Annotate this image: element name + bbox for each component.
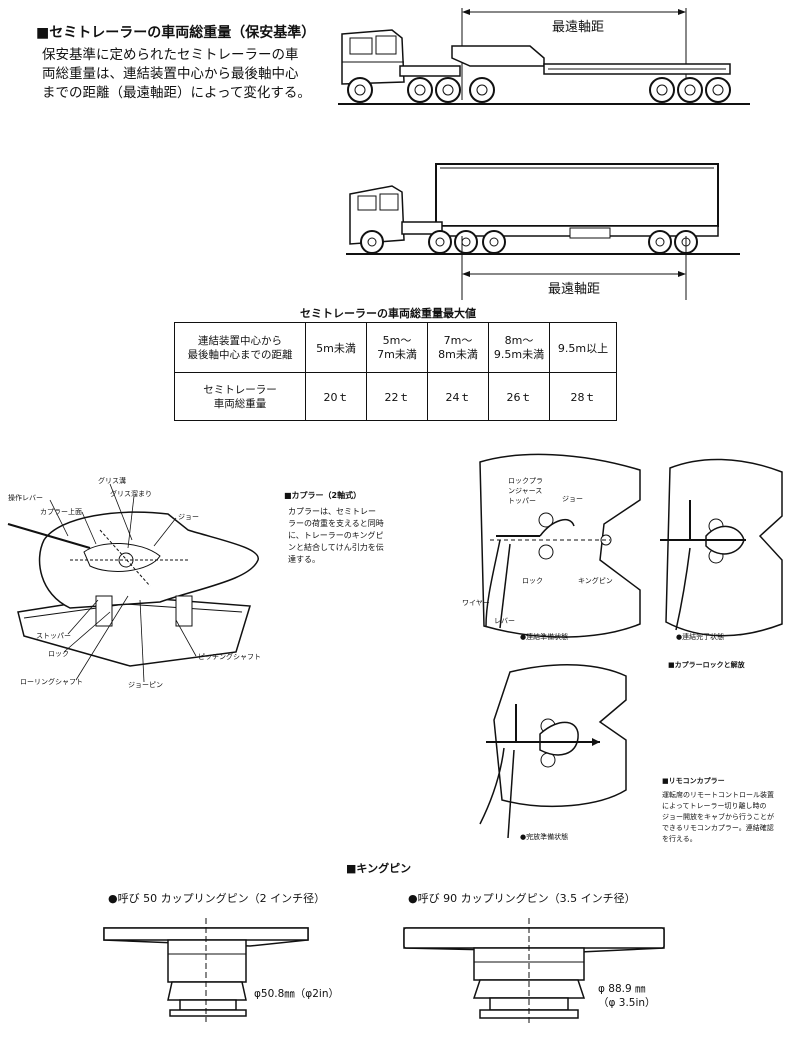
cell-line: 7m未満 (377, 347, 417, 361)
cell-line: 9.5m未満 (493, 347, 545, 361)
dim-line: φ 88.9 ㎜ (598, 983, 646, 995)
label-pitching-shaft: ピッチングシャフト (198, 653, 261, 661)
table-cell: 24ｔ (427, 372, 489, 421)
label-operation-lever: 操作レバー (8, 494, 43, 502)
label-lock-plunger: ロックプラ ンジャース トッパー (508, 476, 543, 506)
pin50-caption: ●呼び 50 カップリングピン（2 インチ径） (108, 892, 326, 905)
label-line: トッパー (508, 497, 536, 505)
table-row-header: 連結装置中心から 最後軸中心までの距離 (174, 322, 306, 373)
remote-line: できるリモコンカプラー。連結確認 (662, 824, 774, 832)
remote-line: を行える。 (662, 835, 697, 843)
cell-line: 5m〜 (382, 333, 412, 347)
intro-line: までの距離（最遠軸距）によって変化する。 (42, 85, 311, 101)
table-cell: 26ｔ (488, 372, 550, 421)
lock-release-diagram (0, 0, 800, 860)
remote-title: ■リモコンカプラー (662, 777, 725, 785)
label-lever: レバー (494, 617, 515, 625)
table-row-header: セミトレーラー 車両総重量 (174, 372, 306, 421)
label-wire: ワイヤー (462, 599, 490, 607)
remote-line: によってトレーラー切り離し時の (662, 802, 767, 810)
caption-release: ●完放準備状態 (520, 833, 569, 841)
label-jaw-pin: ジョーピン (128, 681, 163, 689)
table-cell: 9.5m以上 (549, 322, 617, 373)
pin90-caption: ●呼び 90 カップリングピン（3.5 インチ径） (408, 892, 636, 905)
lock-done-diagram (0, 0, 800, 720)
table-cell: 22ｔ (366, 372, 428, 421)
caption-line: カプラーは、セミトレー (288, 507, 376, 516)
caption-line: に、トレーラーのキングピ (288, 531, 384, 540)
flatbed-semitrailer-illustration (0, 0, 800, 130)
kingpin-title: ■キングピン (346, 862, 412, 875)
table-cell: 28ｔ (549, 372, 617, 421)
intro-paragraph: 保安基準に定められたセミトレーラーの車 両総重量は、連結装置中心から最後軸中心 … (42, 46, 311, 103)
dimension-label-bottom: 最遠軸距 (548, 282, 601, 297)
dimension-label-top: 最遠軸距 (552, 20, 605, 35)
header-line: 連結装置中心から (198, 334, 282, 347)
label-line: ンジャース (508, 487, 543, 495)
lock-section-title: ■カプラーロックと解放 (668, 661, 745, 669)
table-row: セミトレーラー 車両総重量 20ｔ 22ｔ 24ｔ 26ｔ 28ｔ (174, 372, 617, 421)
coupler-caption: カプラーは、セミトレー ラーの荷重を支えると同時 に、トレーラーのキングピ ンと… (288, 506, 384, 566)
lock-ready-diagram (0, 0, 800, 720)
caption-line: 達する。 (288, 555, 320, 564)
remote-caption: 運転席のリモートコントロール装置 によってトレーラー切り離し時の ジョー開放をキ… (662, 790, 774, 845)
remote-line: ジョー開放をキャブから行うことが (662, 813, 774, 821)
cell-line: 7m〜 (443, 333, 473, 347)
header-line: 最後軸中心までの距離 (187, 348, 293, 361)
label-kingpin: キングピン (578, 577, 613, 585)
pin50-dimension: φ50.8㎜（φ2in） (254, 988, 339, 1000)
label-line: ロックプラ (508, 477, 543, 485)
pin90-dimension: φ 88.9 ㎜ （φ 3.5in） (598, 982, 656, 1010)
coupler-illustration (0, 0, 800, 720)
label-jaw-lock: ジョー (562, 495, 583, 503)
label-coupler-top: カプラー上面 (40, 508, 82, 516)
box-semitrailer-illustration (0, 0, 800, 310)
table-title: セミトレーラーの車両総重量最大値 (300, 307, 476, 320)
table-cell: 20ｔ (305, 372, 367, 421)
dim-line: （φ 3.5in） (598, 997, 656, 1009)
label-jaw: ジョー (178, 513, 199, 521)
remote-line: 運転席のリモートコントロール装置 (662, 791, 774, 799)
label-lock-part: ロック (522, 577, 543, 585)
table-cell: 7m〜8m未満 (427, 322, 489, 373)
gross-weight-table: 連結装置中心から 最後軸中心までの距離 5m未満 5m〜7m未満 7m〜8m未満… (174, 322, 617, 421)
coupler-caption-title: ■カプラー（2軸式） (284, 491, 362, 500)
caption-ready: ●連結準備状態 (520, 633, 569, 641)
label-rolling-shaft: ローリングシャフト (20, 678, 83, 686)
label-grease-pool: グリス溜まり (110, 490, 152, 498)
header-line: 車両総重量 (213, 397, 267, 410)
cell-line: 9.5m以上 (557, 341, 609, 355)
cell-line: 5m未満 (316, 341, 356, 355)
caption-done: ●連結完了状態 (676, 633, 725, 641)
table-row: 連結装置中心から 最後軸中心までの距離 5m未満 5m〜7m未満 7m〜8m未満… (174, 322, 617, 373)
cell-line: 8m〜 (504, 333, 534, 347)
cell-line: 8m未満 (438, 347, 478, 361)
label-lock: ロック (48, 650, 69, 658)
intro-line: 保安基準に定められたセミトレーラーの車 (42, 47, 299, 63)
label-grease-groove: グリス溝 (98, 477, 126, 485)
intro-line: 両総重量は、連結装置中心から最後軸中心 (42, 66, 299, 82)
header-line: セミトレーラー (203, 383, 277, 396)
caption-line: ラーの荷重を支えると同時 (288, 519, 384, 528)
label-stopper: ストッパー (36, 632, 71, 640)
section-title-gross-weight: ■セミトレーラーの車両総重量（保安基準） (36, 25, 316, 41)
caption-line: ンと結合してけん引力を伝 (288, 543, 384, 552)
